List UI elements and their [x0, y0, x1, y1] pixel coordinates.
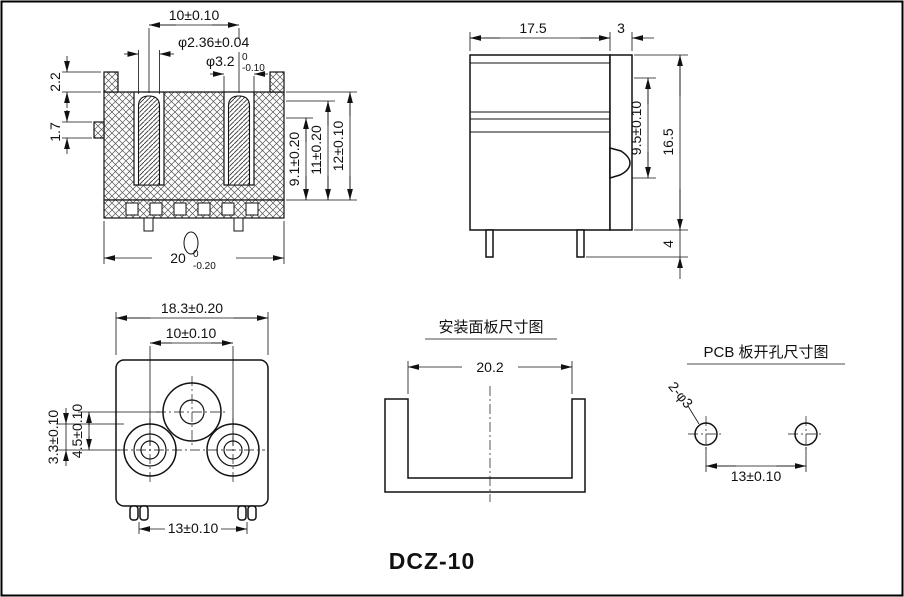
- side-view: 17.5 3 9.5±0.10 16.5: [469, 20, 688, 279]
- top-rib-left: [103, 71, 119, 93]
- side-body: [469, 54, 611, 231]
- pcb-view-title: PCB 板开孔尺寸图: [703, 343, 828, 361]
- dim-h2-label: 11±0.20: [308, 125, 324, 175]
- dim-hole-dia-label: φ3.2: [206, 53, 235, 69]
- dim-pin-dia: φ2.36±0.04: [124, 34, 249, 94]
- panel-cutout-view: 安装面板尺寸图 20.2: [384, 318, 586, 502]
- terminal: [173, 202, 187, 216]
- dim-front-pitch-bottom: 13±0.10: [138, 520, 248, 536]
- dim-hole-tol-upper: 0: [242, 52, 248, 63]
- dim-depth: 17.5: [469, 20, 611, 51]
- dim-pitch: 10±0.10: [148, 7, 240, 93]
- dim-h1: 9.5±0.10: [628, 77, 656, 179]
- dim-front-pitch-bottom-label: 13±0.10: [168, 520, 219, 536]
- mount-foot: [247, 505, 257, 521]
- dim-step-label: 2.2: [47, 72, 63, 92]
- mount-foot: [129, 505, 139, 521]
- panel-cutout-profile: [384, 398, 586, 493]
- solder-leg-right: [233, 217, 244, 232]
- connector-body-section: [103, 91, 285, 201]
- dim-step: 2.2: [47, 56, 101, 108]
- solder-leg-left: [143, 217, 154, 232]
- dim-width-tol-lower: -0.20: [193, 261, 216, 272]
- dim-hole-tol-lower: -0.10: [242, 63, 265, 74]
- dim-front-pitch-top: 10±0.10: [149, 325, 234, 446]
- drawing-title: DCZ-10: [389, 548, 476, 574]
- dim-height: 16.5: [634, 54, 688, 231]
- terminal: [197, 202, 211, 216]
- terminal: [125, 202, 139, 216]
- dim-front-width: 18.3±0.20: [115, 300, 269, 355]
- dim-front-v1: 3.3±0.10: [45, 408, 124, 466]
- dim-pin-length-label: 4: [660, 240, 676, 248]
- dim-width-tol-upper: 0: [193, 249, 199, 260]
- side-pin-left: [485, 229, 494, 258]
- mount-foot: [139, 505, 149, 521]
- base-plate: [103, 199, 285, 219]
- dim-depth-label: 17.5: [519, 20, 546, 36]
- dim-h1-label: 9.1±0.20: [286, 132, 302, 187]
- snap-latch: [609, 147, 631, 180]
- dim-cutout-label: 20.2: [476, 359, 503, 375]
- contact-pin-right: [227, 95, 251, 186]
- panel-flange: [609, 54, 633, 231]
- dim-height-label: 16.5: [660, 128, 676, 155]
- dim-panel: 3: [617, 20, 654, 51]
- section-view: 10±0.10 φ2.36±0.04 φ3.2 0 -0.10 2.2: [47, 7, 357, 272]
- dim-pcb-pitch-label: 13±0.10: [731, 468, 782, 484]
- dim-front-width-label: 18.3±0.20: [161, 300, 223, 316]
- dim-tab-label: 1.7: [47, 122, 63, 142]
- terminal: [221, 202, 235, 216]
- dim-pin-dia-label: φ2.36±0.04: [178, 34, 249, 50]
- dim-tab: 1.7: [47, 110, 92, 154]
- pcb-holes-label: 2-φ3: [665, 378, 696, 411]
- dim-front-pitch-top-label: 10±0.10: [166, 325, 217, 341]
- dim-h1-label: 9.5±0.10: [628, 101, 644, 156]
- mount-foot: [237, 505, 247, 521]
- dim-pitch-label: 10±0.10: [169, 7, 220, 23]
- contact-pin-left: [137, 95, 161, 186]
- side-tab: [93, 121, 105, 139]
- dim-panel-label: 3: [617, 20, 625, 36]
- terminal: [245, 202, 259, 216]
- front-view: 18.3±0.20 10±0.10 3.3±0.10 4.5±0.10: [45, 300, 269, 536]
- dim-width-label: 20: [170, 250, 186, 266]
- dim-h3-label: 12±0.10: [330, 121, 346, 172]
- panel-view-title: 安装面板尺寸图: [438, 318, 543, 336]
- pcb-hole-leader: [687, 405, 700, 425]
- dim-pin-length: 4: [586, 230, 688, 279]
- dim-front-v2-label: 4.5±0.10: [69, 404, 85, 459]
- side-pin-right: [576, 229, 585, 258]
- dim-front-v2: 4.5±0.10: [69, 404, 160, 459]
- pcb-hole-view: PCB 板开孔尺寸图 2-φ3 13±0.10: [665, 343, 845, 484]
- center-hole: [183, 231, 199, 255]
- dim-pcb-pitch: 13±0.10: [705, 447, 807, 484]
- dim-width: 20 0 -0.20: [103, 221, 285, 272]
- dim-front-v1-label: 3.3±0.10: [45, 410, 61, 465]
- terminal: [149, 202, 163, 216]
- dim-hole-dia: φ3.2 0 -0.10: [206, 52, 268, 94]
- dim-cutout: 20.2: [407, 359, 573, 394]
- dim-heights: 9.1±0.20 11±0.20 12±0.10: [286, 91, 357, 201]
- top-rib-right: [269, 71, 285, 93]
